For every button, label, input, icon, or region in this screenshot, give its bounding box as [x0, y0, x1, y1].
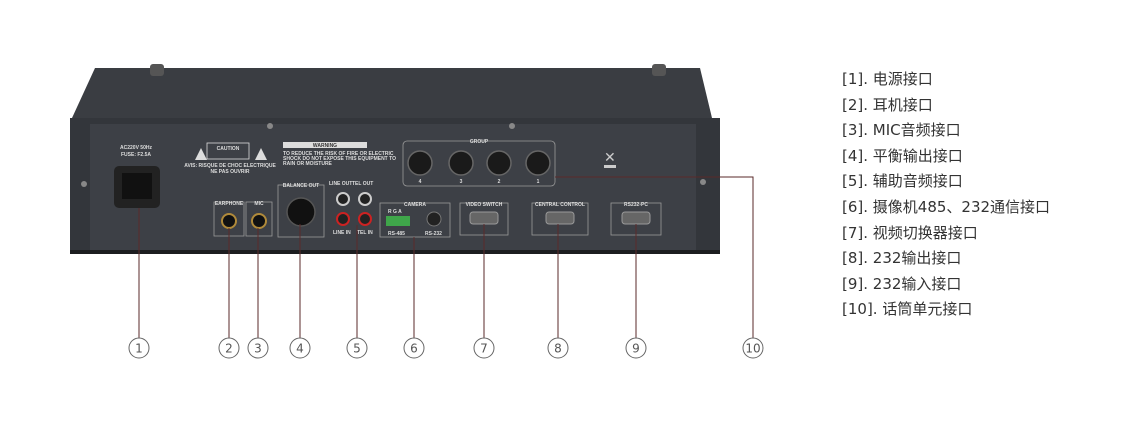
connector-legend: [1]. 电源接口 [2]. 耳机接口 [3]. MIC音频接口 [4]. 平衡输出接…: [842, 67, 1050, 323]
weee-recycle-icon: ✕: [604, 150, 616, 166]
power-rating-label: AC220V 50Hz: [120, 145, 152, 151]
callout-circle: [473, 337, 495, 359]
group-port-number: 3: [460, 179, 463, 185]
chassis-top: [72, 68, 712, 118]
rca-tel-in: [358, 212, 372, 226]
avis-text: AVIS: RISQUE DE CHOC ELECTRIQUE: [184, 163, 276, 169]
rs232-mini-din: [426, 211, 442, 227]
rs485-label: RS-485: [388, 231, 405, 237]
tel-out-label: TEL OUT: [352, 181, 373, 187]
camera-label: CAMERA: [404, 202, 426, 208]
legend-item: [10]. 话筒单元接口: [842, 300, 973, 319]
rs232-label: RS-232: [425, 231, 442, 237]
video-switch-db9: [469, 211, 499, 225]
legend-item: [5]. 辅助音频接口: [842, 172, 963, 191]
legend-item: [2]. 耳机接口: [842, 95, 933, 114]
legend-item: [8]. 232输出接口: [842, 249, 962, 268]
callout-number: 9: [632, 342, 640, 356]
callout-circle: [346, 337, 368, 359]
legend-item: [6]. 摄像机485、232通信接口: [842, 197, 1051, 216]
rs232-pc-label: RS232-PC: [624, 202, 648, 208]
video-switch-label: VIDEO SWITCH: [466, 202, 503, 208]
warning-triangle-icon: [255, 148, 267, 160]
legend-item: [3]. MIC音频接口: [842, 121, 961, 140]
callout-circle: [742, 337, 764, 359]
legend-item: [9]. 232输入接口: [842, 274, 962, 293]
callout-circle: [625, 337, 647, 359]
callout-circle: [128, 337, 150, 359]
group-port-number: 4: [419, 179, 422, 185]
warning-triangle-icon: [195, 148, 207, 160]
screw: [267, 123, 273, 129]
callout-circle: [218, 337, 240, 359]
group-din-port: [486, 150, 512, 176]
group-din-port: [525, 150, 551, 176]
warning-label: WARNING: [313, 143, 337, 149]
group-din-port: [407, 150, 433, 176]
legend-item: [4]. 平衡输出接口: [842, 146, 963, 165]
avis-text: NE PAS OUVRIR: [210, 169, 249, 175]
callout-circle: [289, 337, 311, 359]
warning-text: SHOCK DO NOT EXPOSE THIS EQUIPMENT TO: [283, 156, 396, 162]
rear-panel-plate: [90, 124, 696, 250]
balance-out-label: BALANCE OUT: [283, 183, 319, 189]
legend-item: [7]. 视频切换器接口: [842, 223, 978, 242]
legend-item: [1]. 电源接口: [842, 70, 933, 88]
rs232-pc-db9: [621, 211, 651, 225]
mic-jack: [251, 213, 267, 229]
callout-circle: [547, 337, 569, 359]
central-control-db9: [545, 211, 575, 225]
xlr-connector: [286, 197, 316, 227]
warning-text: TO REDUCE THE RISK OF FIRE OR ELECTRIC: [283, 151, 394, 157]
earphone-label: EARPHONE: [215, 201, 244, 207]
callout-number: 3: [254, 342, 262, 356]
rca-line-in: [336, 212, 350, 226]
screw: [509, 123, 515, 129]
line-out-label: LINE OUT: [329, 181, 352, 187]
callout-number: 4: [296, 342, 304, 356]
rca-tel-out: [358, 192, 372, 206]
screw: [700, 179, 706, 185]
group-din-port: [448, 150, 474, 176]
leader-lines: [138, 176, 754, 338]
callout-number: 6: [410, 342, 418, 356]
callout-number: 10: [745, 342, 760, 356]
rca-line-out: [336, 192, 350, 206]
rack-ear-right: [652, 64, 666, 76]
line-in-label: LINE IN: [333, 230, 351, 236]
group-label: GROUP: [470, 139, 489, 145]
rack-ear-left: [150, 64, 164, 76]
callout-number: 7: [480, 342, 488, 356]
screw: [81, 181, 87, 187]
tel-in-label: TEL IN: [357, 230, 373, 236]
group-port-number: 1: [537, 179, 540, 185]
mic-label: MIC: [254, 201, 264, 207]
callout-number: 8: [554, 342, 562, 356]
callout-circle: [403, 337, 425, 359]
warning-text: RAIN OR MOISTURE: [283, 161, 333, 167]
callout-number: 1: [135, 342, 143, 356]
rga-label: R G A: [388, 209, 402, 215]
callout-circle: [247, 337, 269, 359]
fuse-label: FUSE: F2.5A: [121, 152, 151, 158]
central-control-label: CENTRAL CONTROL: [535, 202, 585, 208]
callout-number: 2: [225, 342, 233, 356]
callout-number: 5: [353, 342, 361, 356]
rs485-terminal: [386, 216, 410, 226]
group-port-number: 2: [498, 179, 501, 185]
earphone-jack: [221, 213, 237, 229]
caution-label: CAUTION: [217, 146, 240, 152]
